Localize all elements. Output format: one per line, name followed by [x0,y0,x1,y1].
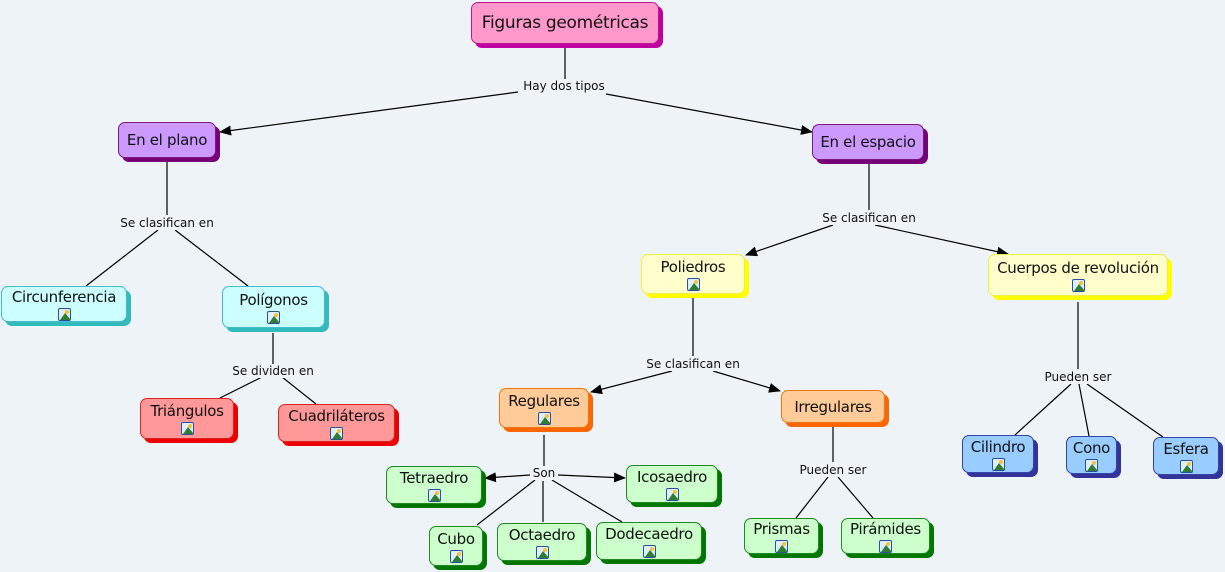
link-label-se-dividen: Se dividen en [231,364,315,378]
concept-label: Irregulares [794,397,872,416]
image-attachment-icon[interactable] [642,544,656,558]
concept-prismas[interactable]: Prismas [744,518,819,554]
concept-cono[interactable]: Cono [1066,436,1117,474]
concept-label: Tetraedro [399,468,469,487]
link-label-hay-dos-tipos: Hay dos tipos [522,79,606,93]
concept-octaedro[interactable]: Octaedro [497,523,587,561]
image-attachment-icon[interactable] [879,539,892,553]
concept-en-el-espacio[interactable]: En el espacio [812,124,924,160]
line-to-cono [1078,383,1090,437]
concept-dodecaedro[interactable]: Dodecaedro [596,522,702,560]
link-label-espacio-clasifican: Se clasifican en [821,211,917,225]
image-attachment-icon[interactable] [1085,458,1098,472]
link-label-plano-clasifican: Se clasifican en [119,216,215,230]
concept-label: Dodecaedro [605,524,693,543]
line-to-piramides [837,476,874,519]
concept-label: Esfera [1163,439,1209,458]
arrow-to-icosaedro [557,472,626,483]
concept-label: Circunferencia [11,287,117,306]
link-label-son: Son [531,466,557,480]
line-to-triangulos [219,376,263,399]
arrow-to-espacio [605,93,813,135]
concept-label: Prismas [753,519,810,538]
concept-en-el-plano[interactable]: En el plano [118,122,216,158]
concept-cuerpos-de-revolucion[interactable]: Cuerpos de revolución [988,254,1168,296]
concept-label: Cilindro [970,437,1026,456]
image-attachment-icon[interactable] [180,422,194,435]
concept-label: Polígonos [239,290,308,309]
image-attachment-icon[interactable] [1179,459,1193,473]
concept-label: Pirámides [850,519,921,538]
arrow-to-irregulares [712,370,781,393]
image-attachment-icon[interactable] [1071,278,1085,292]
concept-irregulares[interactable]: Irregulares [781,390,885,423]
concept-label: Icosaedro [637,467,707,486]
image-attachment-icon[interactable] [57,307,71,321]
image-attachment-icon[interactable] [537,411,551,425]
concept-label: Cono [1072,438,1111,457]
image-attachment-icon[interactable] [267,310,280,324]
line-to-cuadrilateros [281,376,317,405]
concept-label: Figuras geométricas [481,13,649,33]
link-label-irregulares-pueden: Pueden ser [798,463,868,477]
concept-poliedros[interactable]: Poliedros [641,254,745,294]
concept-label: Cubo [437,529,475,548]
image-attachment-icon[interactable] [449,549,463,563]
arrow-to-plano [219,91,519,136]
line-to-cilindro [1014,383,1072,436]
link-label-poliedros-clasifican: Se clasifican en [645,357,741,371]
line-to-poligonos [174,229,249,287]
concept-label: Regulares [508,391,580,410]
link-label-revolucion-pueden: Pueden ser [1043,370,1113,384]
concept-regulares[interactable]: Regulares [499,388,589,428]
concept-label: En el plano [126,131,208,149]
concept-cilindro[interactable]: Cilindro [962,435,1034,473]
line-to-esfera [1086,383,1164,438]
image-attachment-icon[interactable] [991,457,1005,471]
arrow-to-poliedros [745,224,834,257]
concept-poligonos[interactable]: Polígonos [222,286,325,328]
concept-label: Triángulos [150,402,224,420]
concept-label: Poliedros [660,257,726,276]
concept-triangulos[interactable]: Triángulos [140,398,234,439]
concept-cuadrilateros[interactable]: Cuadriláteros [278,404,395,442]
arrow-to-revolucion [874,224,1009,257]
line-to-dodecaedro [551,479,623,523]
concept-tetraedro[interactable]: Tetraedro [386,466,482,504]
image-attachment-icon[interactable] [686,277,700,291]
arrow-to-tetraedro [484,472,531,483]
concept-figuras-geometricas[interactable]: Figuras geométricas [471,2,659,44]
concept-circunferencia[interactable]: Circunferencia [1,286,127,322]
concept-label: Cuerpos de revolución [997,258,1159,277]
concept-label: Cuadriláteros [288,406,385,425]
concept-esfera[interactable]: Esfera [1153,437,1219,475]
concept-label: En el espacio [820,133,916,151]
concept-label: Octaedro [508,525,576,544]
line-to-circunferencia [85,229,159,287]
image-attachment-icon[interactable] [775,539,788,553]
line-to-cubo [476,479,536,526]
concept-cubo[interactable]: Cubo [429,526,483,566]
image-attachment-icon[interactable] [535,545,549,559]
arrow-to-regulares [590,370,673,395]
image-attachment-icon[interactable] [665,487,679,501]
image-attachment-icon[interactable] [427,488,441,502]
concept-piramides[interactable]: Pirámides [841,518,930,554]
image-attachment-icon[interactable] [330,426,343,440]
concept-icosaedro[interactable]: Icosaedro [626,465,718,503]
line-to-prismas [795,476,829,519]
